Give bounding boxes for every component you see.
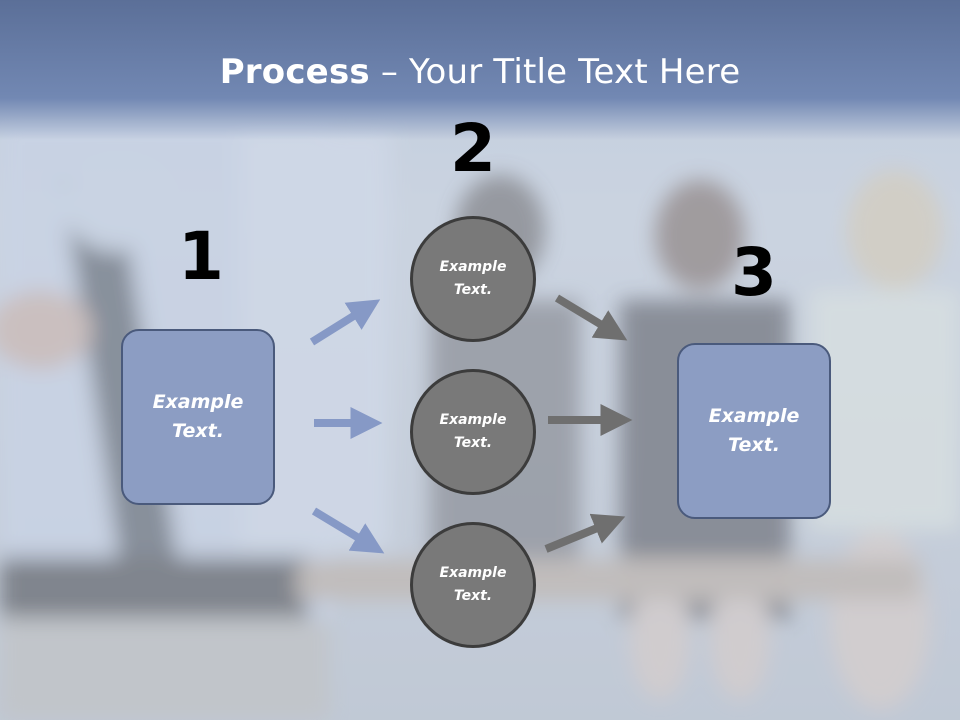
slide-title: Process – Your Title Text Here	[0, 52, 960, 92]
step-number-3: 3	[731, 234, 777, 311]
step-1-box: Example Text.	[121, 329, 275, 505]
step-number-1: 1	[178, 218, 224, 295]
step-2-circle-2-label: Example Text.	[439, 412, 507, 451]
title-bold: Process	[219, 52, 370, 92]
step-2-circle-1: Example Text.	[410, 216, 536, 342]
step-2-circle-1-label: Example Text.	[439, 259, 507, 298]
step-1-label: Example Text.	[152, 391, 244, 442]
header-band	[0, 0, 960, 140]
step-2-circle-3-label: Example Text.	[439, 565, 507, 604]
step-number-2: 2	[450, 110, 496, 187]
step-2-circle-3: Example Text.	[410, 522, 536, 648]
step-3-label: Example Text.	[708, 405, 800, 456]
step-3-box: Example Text.	[677, 343, 831, 519]
step-2-circle-2: Example Text.	[410, 369, 536, 495]
title-rest: – Your Title Text Here	[369, 52, 741, 92]
